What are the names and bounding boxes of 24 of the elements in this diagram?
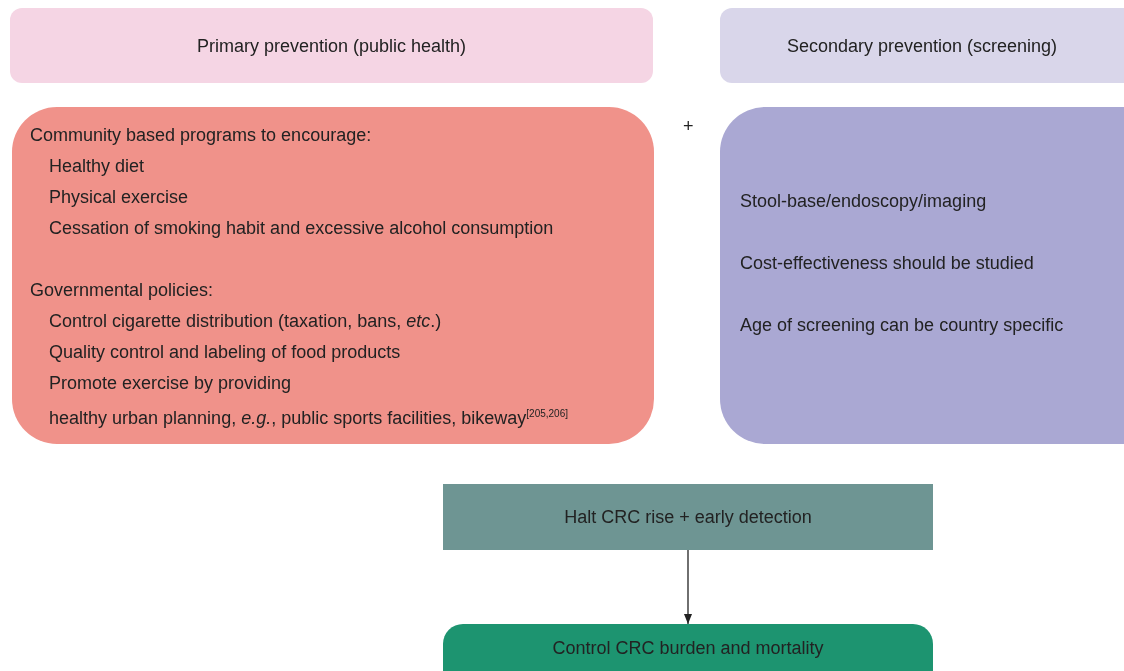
plus-sign: + [683, 115, 694, 137]
header-box [720, 8, 1124, 83]
header-box [10, 8, 653, 83]
rounded-box [12, 107, 654, 444]
node-text: Healthy diet [49, 155, 145, 177]
node-text: Community based programs to encourage: [30, 124, 372, 146]
node-text: Control CRC burden and mortality [551, 636, 825, 659]
node-text: Physical exercise [49, 186, 189, 208]
node-text: Governmental policies: [30, 279, 214, 301]
arrow [683, 549, 693, 625]
result-box [443, 624, 933, 671]
node-text: healthy urban planning, e.g., public sports facilities, bikeway$^{[205,206]}$ [49, 407, 568, 429]
node-text: Stool-base/endoscopy/imaging [740, 190, 987, 212]
rounded-box [720, 107, 1124, 444]
node-text: Control cigarette distribution (taxation, bans, etc.) [49, 310, 442, 332]
process-box [443, 484, 933, 550]
node-text: Cost-effectiveness should be studied [740, 252, 1034, 274]
node-text: Quality control and labeling of food products [49, 341, 401, 363]
node-text: Cessation of smoking habit and excessive alcohol consumption [49, 217, 554, 239]
node-text: Promote exercise by providing [49, 372, 292, 394]
node-text: Halt CRC rise + early detection [563, 506, 813, 528]
node-text: Secondary prevention (screening) [785, 34, 1059, 57]
node-text: Age of screening can be country specific [740, 314, 1064, 336]
node-text: Primary prevention (public health) [195, 34, 468, 57]
